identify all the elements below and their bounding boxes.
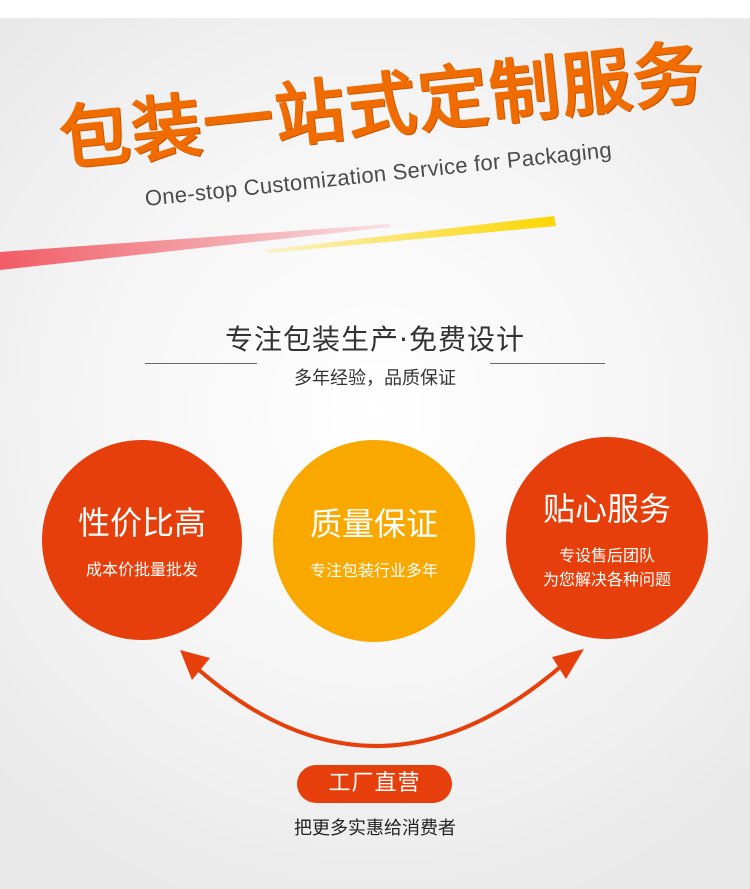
divider-right bbox=[490, 363, 605, 364]
footer-text: 把更多实惠给消费者 bbox=[294, 818, 456, 839]
tagline-main: 专注包装生产·免费设计 bbox=[225, 323, 525, 356]
feature-desc-line-2: 为您解决各种问题 bbox=[542, 570, 671, 589]
feature-circle-service: 贴心服务 专设售后团队 为您解决各种问题 bbox=[506, 437, 708, 639]
feature-circle-quality: 质量保证 专注包装行业多年 bbox=[273, 440, 475, 642]
feature-desc: 专注包装行业多年 bbox=[309, 561, 438, 580]
tagline-sub: 多年经验，品质保证 bbox=[294, 368, 456, 389]
arrow-left-icon bbox=[180, 650, 210, 680]
factory-direct-badge: 工厂直营 bbox=[297, 765, 452, 803]
arc-line bbox=[188, 660, 568, 748]
pink-stripe bbox=[0, 224, 390, 270]
feature-title: 性价比高 bbox=[77, 504, 206, 542]
feature-desc-line-1: 专设售后团队 bbox=[558, 546, 655, 565]
arrow-right-icon bbox=[552, 649, 584, 679]
divider-left bbox=[145, 363, 257, 364]
feature-title: 贴心服务 bbox=[542, 490, 671, 528]
feature-title: 质量保证 bbox=[309, 505, 438, 543]
feature-desc: 成本价批量批发 bbox=[85, 560, 198, 579]
yellow-stripe bbox=[265, 216, 556, 253]
feature-circle-value: 性价比高 成本价批量批发 bbox=[42, 440, 242, 640]
